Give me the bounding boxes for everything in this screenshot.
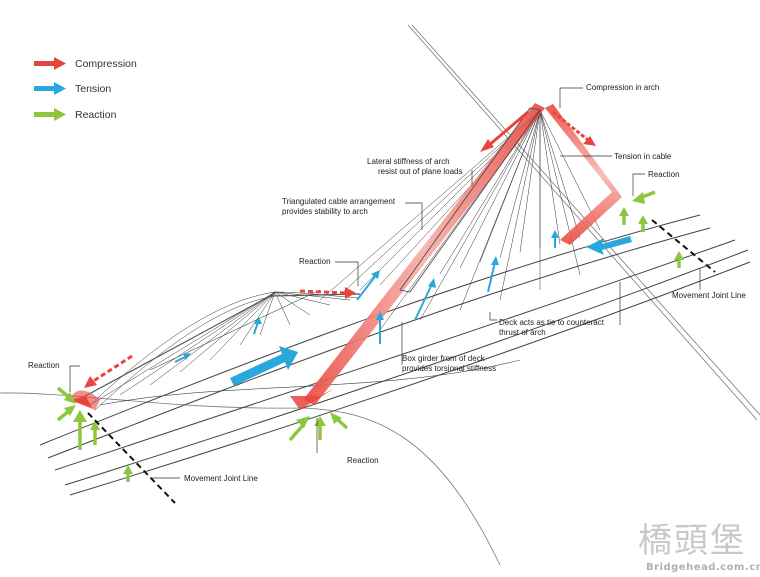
label-movement-joint-bottom: Movement Joint Line — [184, 474, 258, 483]
tension-arrow-icon — [54, 82, 66, 95]
site-lines — [0, 24, 760, 566]
label-reaction-mid: Reaction — [299, 257, 331, 266]
legend-label-reaction: Reaction — [75, 109, 117, 121]
reaction-arrows-right — [123, 190, 684, 482]
reaction-arrows — [56, 190, 684, 482]
cable-fan-secondary — [89, 291, 361, 411]
reaction-arrow-icon — [54, 108, 66, 121]
watermark-chinese: 橋頭堡 — [638, 521, 746, 561]
legend-item-compression: Compression — [34, 57, 137, 70]
label-reaction-bottom: Reaction — [347, 456, 379, 465]
legend-label-compression: Compression — [75, 58, 137, 70]
label-triangulated-line1: Triangulated cable arrangement — [282, 197, 396, 206]
label-lateral-stiffness-line1: Lateral stiffness of arch — [367, 157, 450, 166]
movement-joint-line-right — [651, 219, 716, 273]
label-box-girder-line2: provides torsional stiffness — [402, 364, 496, 373]
watermark: 橋頭堡 Bridgehead.com.cn — [638, 521, 760, 573]
compression-arrow-top-left — [480, 110, 529, 152]
compression-arrows — [84, 110, 596, 388]
leader-lines — [69, 87, 701, 479]
reaction-arrows-left — [56, 386, 100, 450]
annotation-labels: Compression in arch Tension in cable Rea… — [28, 83, 746, 483]
label-lateral-stiffness-line2: resist out of plane loads — [378, 167, 463, 176]
label-reaction-top-right: Reaction — [648, 170, 680, 179]
legend: Compression Tension Reaction — [34, 57, 137, 121]
tension-arrows — [174, 230, 632, 386]
label-triangulated-line2: provides stability to arch — [282, 207, 368, 216]
tension-arrow-big-right — [586, 236, 632, 255]
compression-arrow-top-right — [552, 110, 596, 146]
label-movement-joint-right: Movement Joint Line — [672, 291, 746, 300]
compression-arrow-mid — [299, 287, 356, 299]
cable-fan-main — [319, 109, 601, 331]
legend-label-tension: Tension — [75, 83, 111, 95]
label-deck-tie-line2: thrust of arch — [499, 328, 546, 337]
legend-item-tension: Tension — [34, 82, 111, 95]
label-box-girder-line1: Box girder from of deck — [402, 354, 486, 363]
movement-joint-lines — [87, 219, 716, 504]
label-reaction-left: Reaction — [28, 361, 60, 370]
arch-structure — [70, 103, 622, 410]
bridge-deck — [39, 214, 751, 496]
label-tension-in-cable: Tension in cable — [614, 152, 672, 161]
compression-arrow-icon — [54, 57, 66, 70]
legend-item-reaction: Reaction — [34, 108, 117, 121]
label-deck-tie-line1: Deck acts as tie to counteract — [499, 318, 605, 327]
tension-arrow-big-left — [230, 346, 298, 386]
label-compression-in-arch: Compression in arch — [586, 83, 659, 92]
watermark-url: Bridgehead.com.cn — [646, 562, 760, 573]
movement-joint-line-left — [87, 412, 176, 504]
compression-arrow-left — [84, 354, 133, 388]
